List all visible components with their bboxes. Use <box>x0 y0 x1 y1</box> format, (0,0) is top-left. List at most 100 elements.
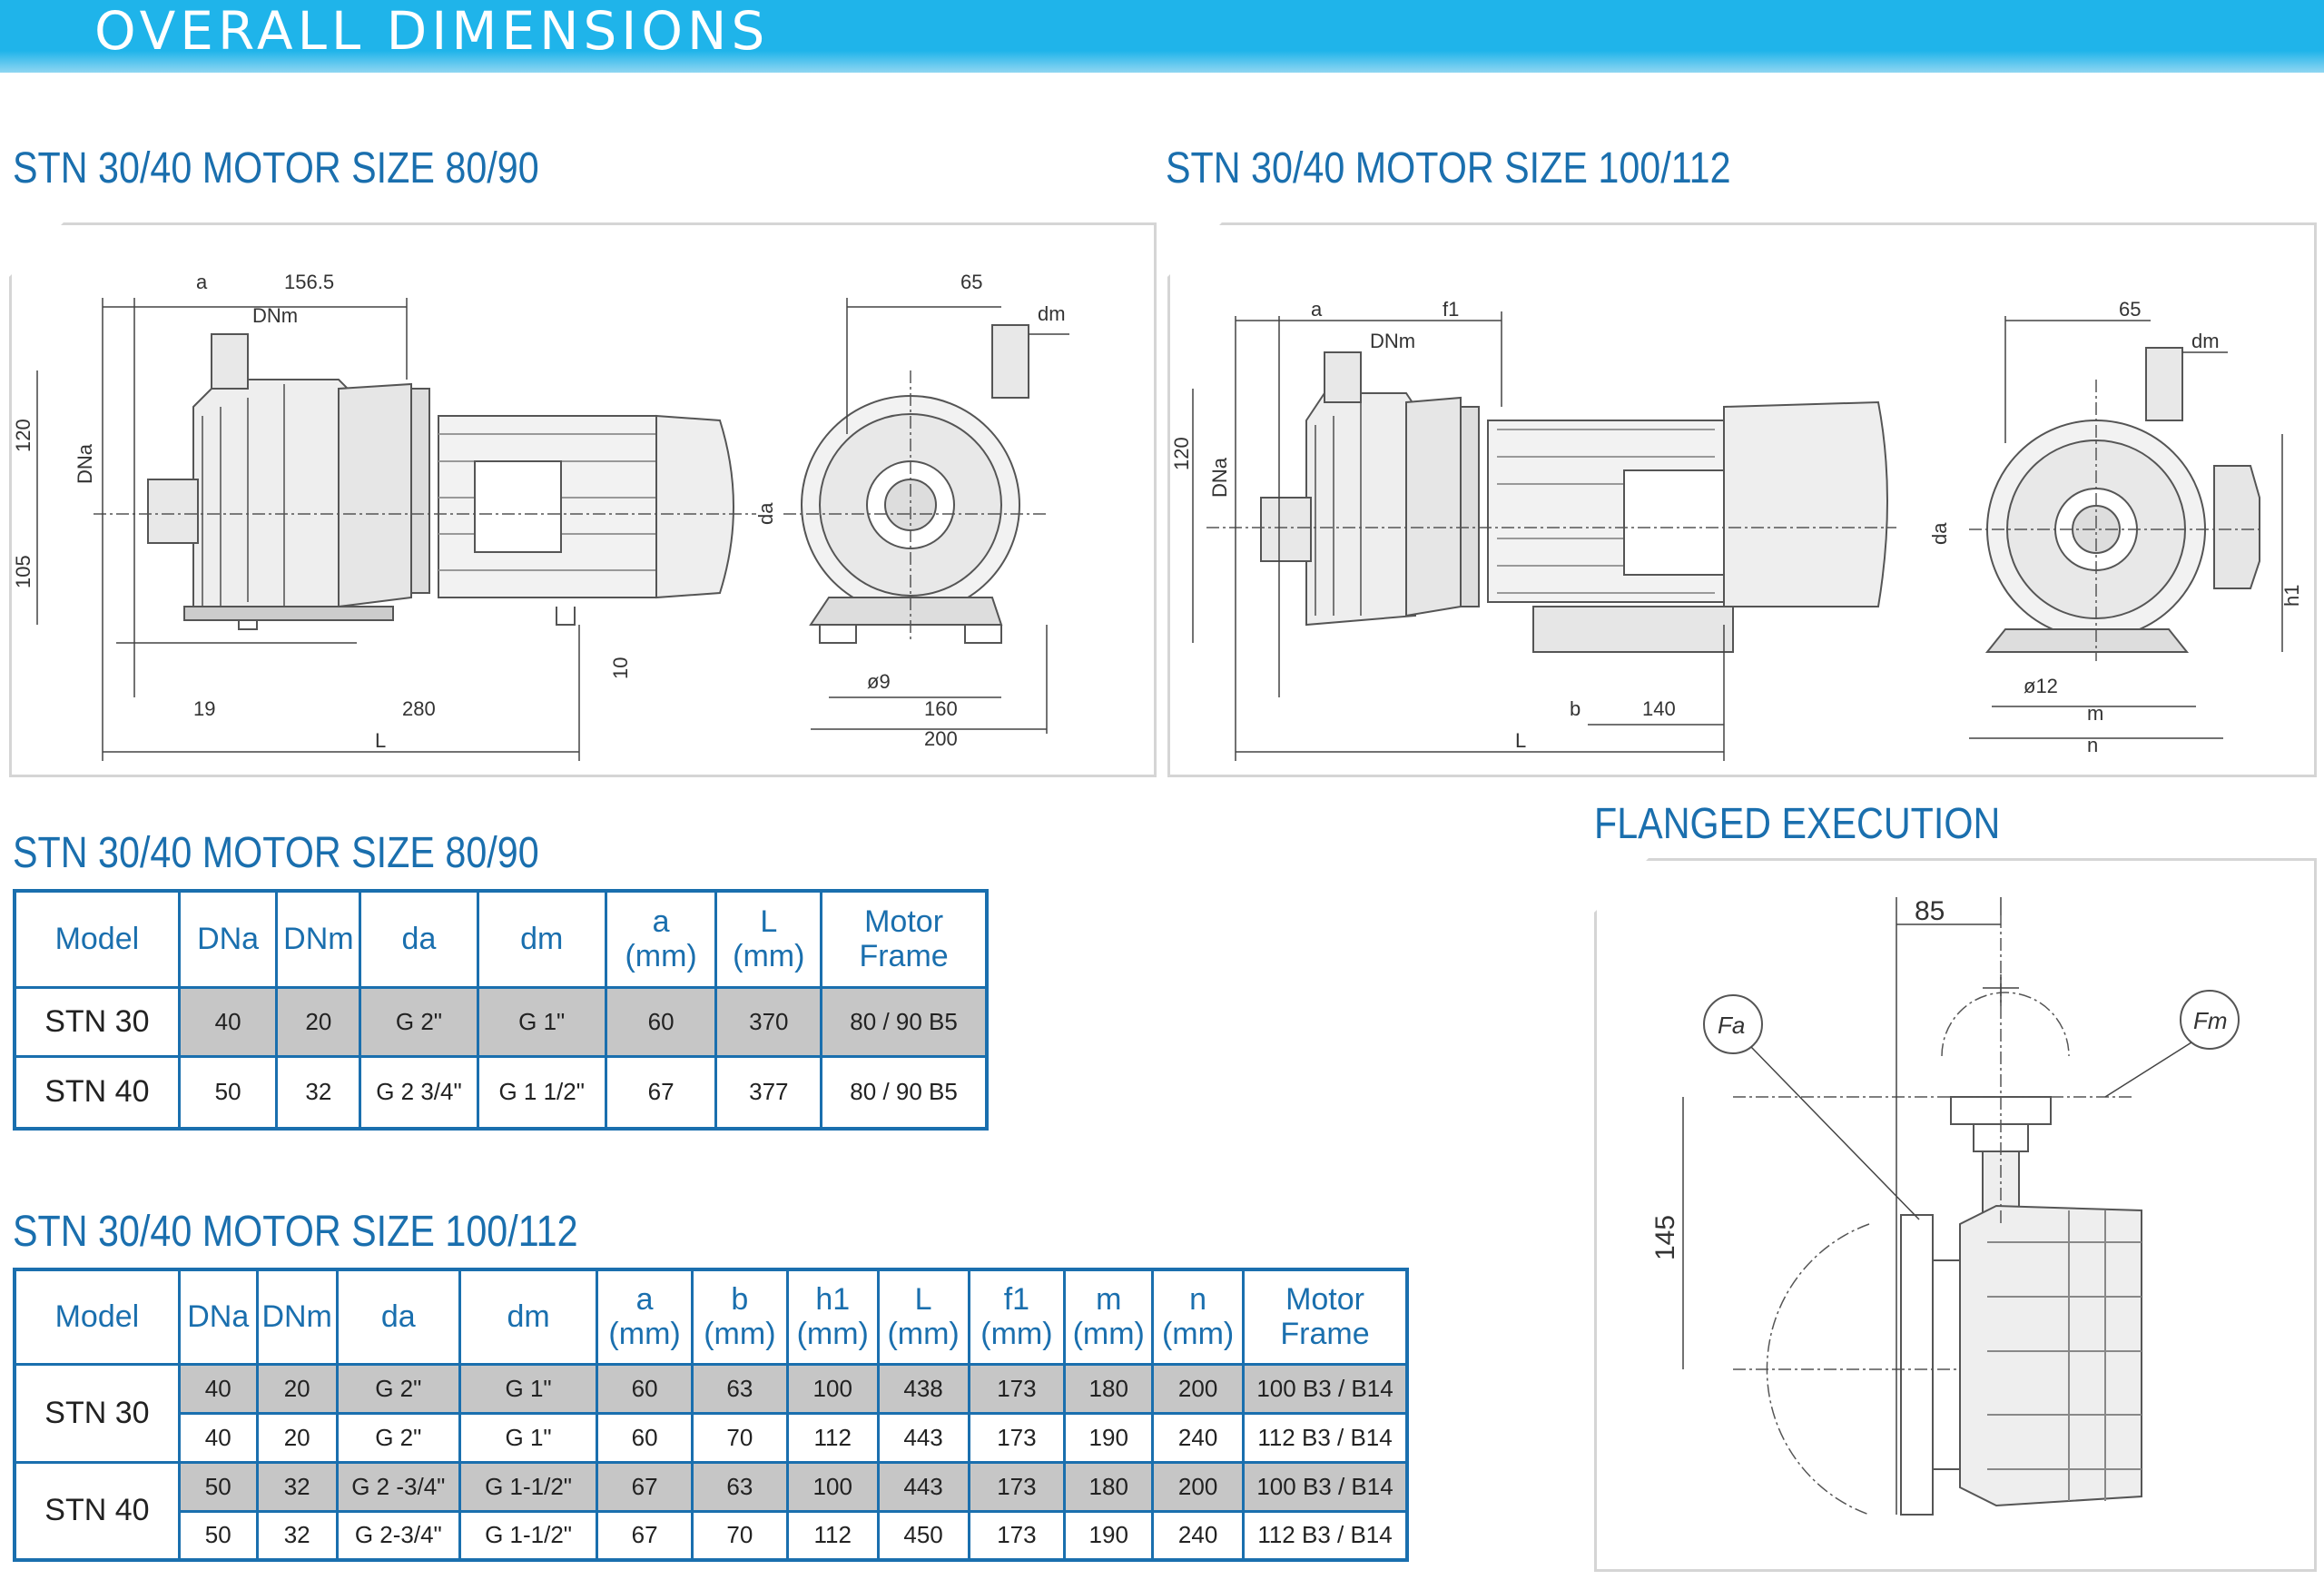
header-dnm: DNm <box>275 889 362 989</box>
dim-10: 10 <box>609 657 632 679</box>
cell-dnm: 32 <box>275 1054 362 1131</box>
dim-65: 65 <box>960 271 982 293</box>
cell-f1: 173 <box>967 1509 1067 1562</box>
cell-dna: 50 <box>177 1509 259 1562</box>
cell-a: 60 <box>604 985 718 1058</box>
cell-dnm: 32 <box>255 1460 339 1513</box>
header-h1: h1(mm) <box>785 1268 880 1366</box>
cell-dm: G 1" <box>476 985 607 1058</box>
header-a-unit: (mm) <box>625 939 697 974</box>
cell-model: STN 30 <box>13 985 181 1058</box>
cell-n: 240 <box>1151 1509 1246 1562</box>
dim-da: da <box>754 502 777 525</box>
dim-dna: DNa <box>1208 457 1231 498</box>
table-row: 40 20 G 2" G 1" 60 70 112 443 173 190 24… <box>15 1411 1409 1464</box>
dim-105: 105 <box>12 555 34 588</box>
drawing-1-title: STN 30/40 MOTOR SIZE 80/90 <box>13 144 539 193</box>
dim-156-5: 156.5 <box>284 271 334 293</box>
header-a: a(mm) <box>604 889 718 989</box>
header-n-unit: (mm) <box>1161 1317 1235 1352</box>
cell-dnm: 32 <box>255 1509 339 1562</box>
cell-frame: 80 / 90 B5 <box>820 1054 989 1131</box>
header-motor-label: Motor <box>864 904 944 940</box>
header-l: L(mm) <box>714 889 823 989</box>
flanged-drawing: 85 Fa Fm 145 <box>1650 896 2240 1516</box>
cell-model: STN 40 <box>13 1054 181 1131</box>
dim-L: L <box>1515 729 1526 752</box>
dim-da: da <box>1928 522 1951 545</box>
dim-dna: DNa <box>74 443 96 484</box>
header-b-unit: (mm) <box>704 1317 776 1352</box>
dim-120: 120 <box>12 419 34 452</box>
header-frame-label: Frame <box>1280 1317 1370 1352</box>
cell-b: 70 <box>690 1509 789 1562</box>
dim-dnm: DNm <box>252 304 298 327</box>
dim-dm: dm <box>2191 330 2220 352</box>
cell-l: 370 <box>714 985 823 1058</box>
cell-a: 67 <box>604 1054 718 1131</box>
cell-h1: 112 <box>785 1509 880 1562</box>
header-l-unit: (mm) <box>733 939 805 974</box>
cell-f1: 173 <box>967 1362 1067 1415</box>
cell-b: 63 <box>690 1460 789 1513</box>
table-2-title: STN 30/40 MOTOR SIZE 100/112 <box>13 1208 578 1256</box>
header-dna: DNa <box>177 889 279 989</box>
cell-dna: 50 <box>177 1054 279 1131</box>
header-a: a(mm) <box>596 1268 694 1366</box>
header-banner: OVERALL DIMENSIONS <box>0 0 2324 73</box>
table-row: 50 32 G 2-3/4" G 1-1/2" 67 70 112 450 17… <box>15 1509 1409 1562</box>
header-a-unit: (mm) <box>608 1317 681 1352</box>
cell-h1: 112 <box>785 1411 880 1464</box>
cell-dm: G 1 1/2" <box>476 1054 607 1131</box>
table-header-row: Model DNa DNm da dm a(mm) b(mm) h1(mm) L… <box>13 1268 1409 1366</box>
cell-n: 200 <box>1151 1460 1246 1513</box>
cell-f1: 173 <box>967 1460 1067 1513</box>
header-frame-label: Frame <box>859 939 949 974</box>
header-m-label: m <box>1096 1282 1122 1318</box>
label-fa: Fa <box>1718 1012 1745 1039</box>
header-l-unit: (mm) <box>887 1317 960 1352</box>
spec-table-100-112: Model DNa DNm da dm a(mm) b(mm) h1(mm) L… <box>13 1268 1409 1562</box>
header-n: n(mm) <box>1151 1268 1246 1366</box>
cell-frame: 100 B3 / B14 <box>1242 1362 1409 1415</box>
header-dna: DNa <box>177 1268 259 1366</box>
cell-l: 377 <box>714 1054 823 1131</box>
cell-h1: 100 <box>785 1362 880 1415</box>
table-row: STN 30 40 20 G 2" G 1" 60 63 100 438 173… <box>13 1362 1409 1464</box>
label-fm: Fm <box>2193 1007 2228 1034</box>
header-model: Model <box>13 889 181 989</box>
header-h1-label: h1 <box>815 1282 851 1318</box>
dim-f1: f1 <box>1443 298 1459 321</box>
banner-title: OVERALL DIMENSIONS <box>94 0 770 62</box>
dim-dm: dm <box>1038 302 1066 325</box>
cell-dna: 50 <box>177 1460 259 1513</box>
pump-drawing-100-112: a f1 DNm 120 DNa b 140 L 65 dm da h1 ø12… <box>1170 298 2303 761</box>
header-f1: f1(mm) <box>967 1268 1067 1366</box>
cell-da: G 2-3/4" <box>335 1509 461 1562</box>
dim-160: 160 <box>924 697 958 720</box>
flanged-title: FLANGED EXECUTION <box>1594 800 2001 848</box>
cell-da: G 2 -3/4" <box>335 1460 461 1513</box>
cell-b: 70 <box>690 1411 789 1464</box>
cell-a: 67 <box>596 1460 694 1513</box>
dim-85: 85 <box>1915 896 1945 926</box>
header-h1-unit: (mm) <box>796 1317 869 1352</box>
dim-120: 120 <box>1170 437 1193 470</box>
cell-dm: G 1" <box>458 1411 599 1464</box>
drawing-motor-100-112: a f1 DNm 120 DNa b 140 L 65 dm da h1 ø12… <box>1167 222 2317 777</box>
cell-dm: G 1" <box>458 1362 599 1415</box>
dim-n: n <box>2087 734 2098 756</box>
drawing-flanged: 85 Fa Fm 145 <box>1594 858 2317 1572</box>
cell-dnm: 20 <box>255 1362 339 1415</box>
dim-200: 200 <box>924 727 958 750</box>
header-dnm: DNm <box>255 1268 339 1366</box>
cell-dm: G 1-1/2" <box>458 1509 599 1562</box>
dim-a: a <box>196 271 208 293</box>
table-1-title: STN 30/40 MOTOR SIZE 80/90 <box>13 829 539 877</box>
header-m: m(mm) <box>1063 1268 1155 1366</box>
cell-dna: 40 <box>177 985 279 1058</box>
cell-dnm: 20 <box>275 985 362 1058</box>
